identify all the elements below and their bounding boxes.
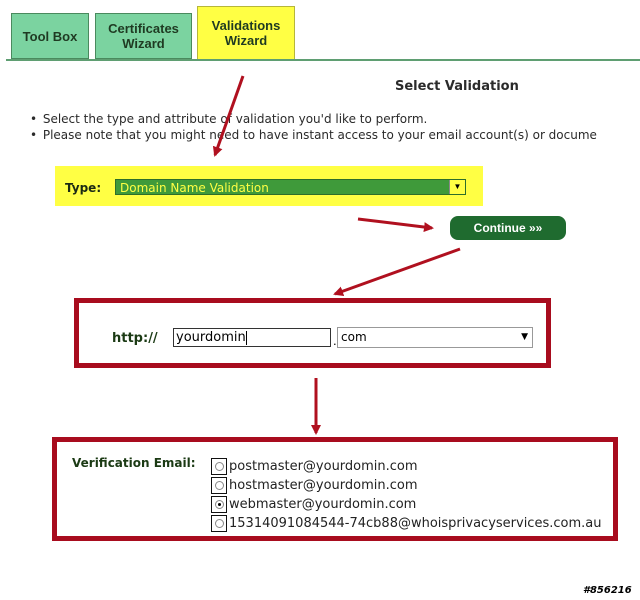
domain-input-value: yourdomin: [176, 330, 246, 345]
email-option-label: hostmaster@yourdomin.com: [229, 478, 418, 493]
tab-label: Certificates Wizard: [108, 21, 179, 51]
watermark-text: #856216: [583, 585, 632, 596]
instruction-list: • Select the type and attribute of valid…: [30, 112, 597, 144]
list-item: • Please note that you might need to hav…: [30, 128, 597, 142]
section-title: Select Validation: [395, 79, 519, 94]
tab-bar-divider: [6, 59, 640, 61]
radio-circle-icon: [215, 462, 224, 471]
tab-certificates-wizard[interactable]: Certificates Wizard: [95, 13, 192, 59]
radio-button[interactable]: [211, 458, 227, 475]
email-option-label: 15314091084544-74cb88@whoisprivacyservic…: [229, 516, 602, 531]
radio-circle-icon: [215, 519, 224, 528]
continue-button[interactable]: Continue »»: [450, 216, 566, 240]
tab-label: Validations Wizard: [211, 18, 281, 48]
type-highlight-box: Type: Domain Name Validation ▼: [55, 166, 483, 206]
type-select-value: Domain Name Validation: [120, 181, 269, 195]
type-label: Type:: [65, 181, 102, 195]
tld-select-value: com: [341, 330, 367, 344]
chevron-down-icon[interactable]: ▼: [449, 180, 465, 194]
radio-button[interactable]: [211, 496, 227, 513]
bullet-text: Select the type and attribute of validat…: [42, 112, 428, 126]
annotation-arrow: [357, 217, 434, 232]
text-caret: [245, 330, 247, 345]
radio-circle-icon: [215, 481, 224, 490]
chevron-down-icon[interactable]: ▼: [521, 332, 528, 342]
radio-button[interactable]: [211, 477, 227, 494]
annotation-arrow: [333, 247, 461, 296]
domain-separator: .: [333, 333, 337, 348]
email-option-label: webmaster@yourdomin.com: [229, 497, 417, 512]
tab-label: Tool Box: [22, 28, 78, 44]
tld-select[interactable]: com ▼: [337, 327, 533, 348]
radio-selected-icon: [215, 500, 224, 509]
domain-annotation-box: [74, 298, 551, 368]
http-prefix-label: http://: [112, 331, 158, 346]
annotation-arrow: [212, 75, 245, 157]
tab-tool-box[interactable]: Tool Box: [11, 13, 89, 59]
email-option-label: postmaster@yourdomin.com: [229, 459, 418, 474]
domain-input[interactable]: yourdomin: [173, 328, 331, 347]
verification-email-label: Verification Email:: [72, 456, 196, 470]
radio-button[interactable]: [211, 515, 227, 532]
verification-annotation-box: [52, 437, 618, 541]
list-item: • Select the type and attribute of valid…: [30, 112, 428, 126]
bullet-text: Please note that you might need to have …: [42, 128, 597, 142]
type-select[interactable]: Domain Name Validation ▼: [115, 179, 466, 195]
